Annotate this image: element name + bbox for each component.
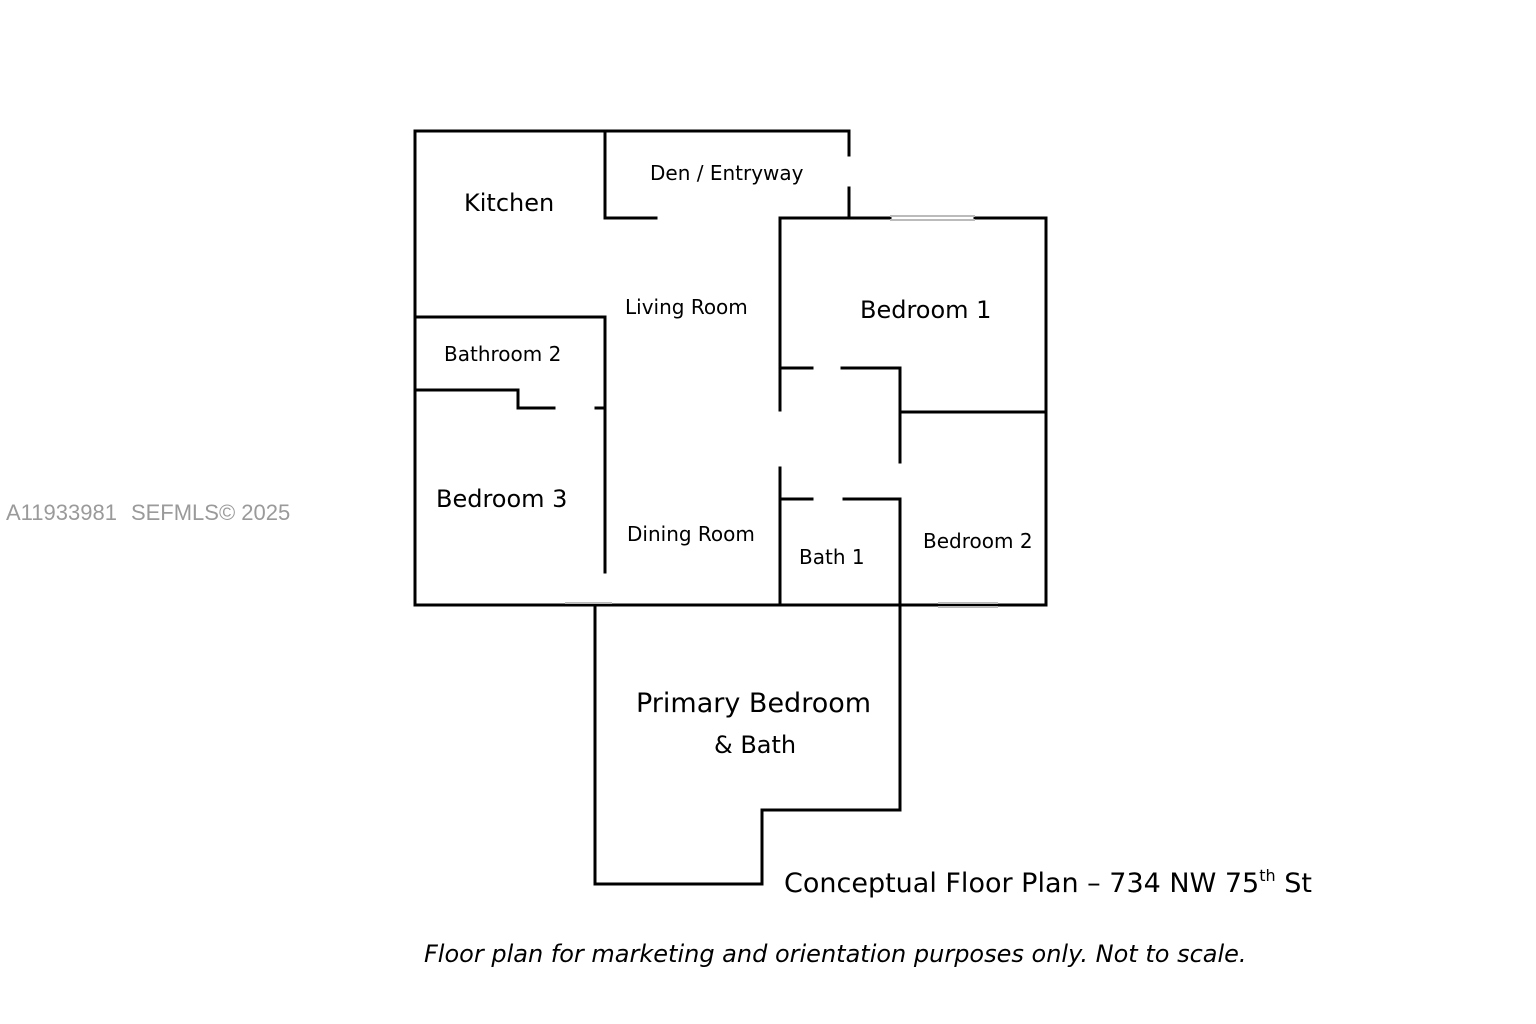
- interior-walls: [413, 129, 1048, 607]
- plan-title-text: Conceptual Floor Plan – 734 NW 75: [784, 868, 1260, 899]
- listing-watermark: A11933981 SEFMLS© 2025: [6, 500, 290, 526]
- listing-id: A11933981: [6, 500, 117, 525]
- room-label-kitchen: Kitchen: [464, 189, 555, 217]
- room-label-den: Den / Entryway: [650, 161, 804, 185]
- room-label-bedroom-1: Bedroom 1: [860, 296, 992, 324]
- room-label-primary-bedroom: Primary Bedroom: [636, 688, 872, 719]
- copyright: SEFMLS© 2025: [130, 500, 291, 525]
- room-label-living-room: Living Room: [625, 295, 748, 319]
- plan-title: Conceptual Floor Plan – 734 NW 75th St: [784, 866, 1312, 899]
- room-label-bedroom-2: Bedroom 2: [923, 529, 1033, 553]
- room-label-primary-bath: & Bath: [714, 731, 797, 759]
- plan-title-suffix: St: [1275, 868, 1312, 899]
- disclaimer-text: Floor plan for marketing and orientation…: [424, 940, 1247, 968]
- exterior-walls: [413, 129, 1048, 886]
- windows: [565, 215, 998, 608]
- room-label-bathroom-2: Bathroom 2: [444, 342, 562, 366]
- room-label-bath-1: Bath 1: [799, 545, 865, 569]
- plan-title-superscript: th: [1259, 866, 1276, 885]
- room-label-bedroom-3: Bedroom 3: [436, 485, 568, 513]
- room-label-dining-room: Dining Room: [627, 522, 755, 546]
